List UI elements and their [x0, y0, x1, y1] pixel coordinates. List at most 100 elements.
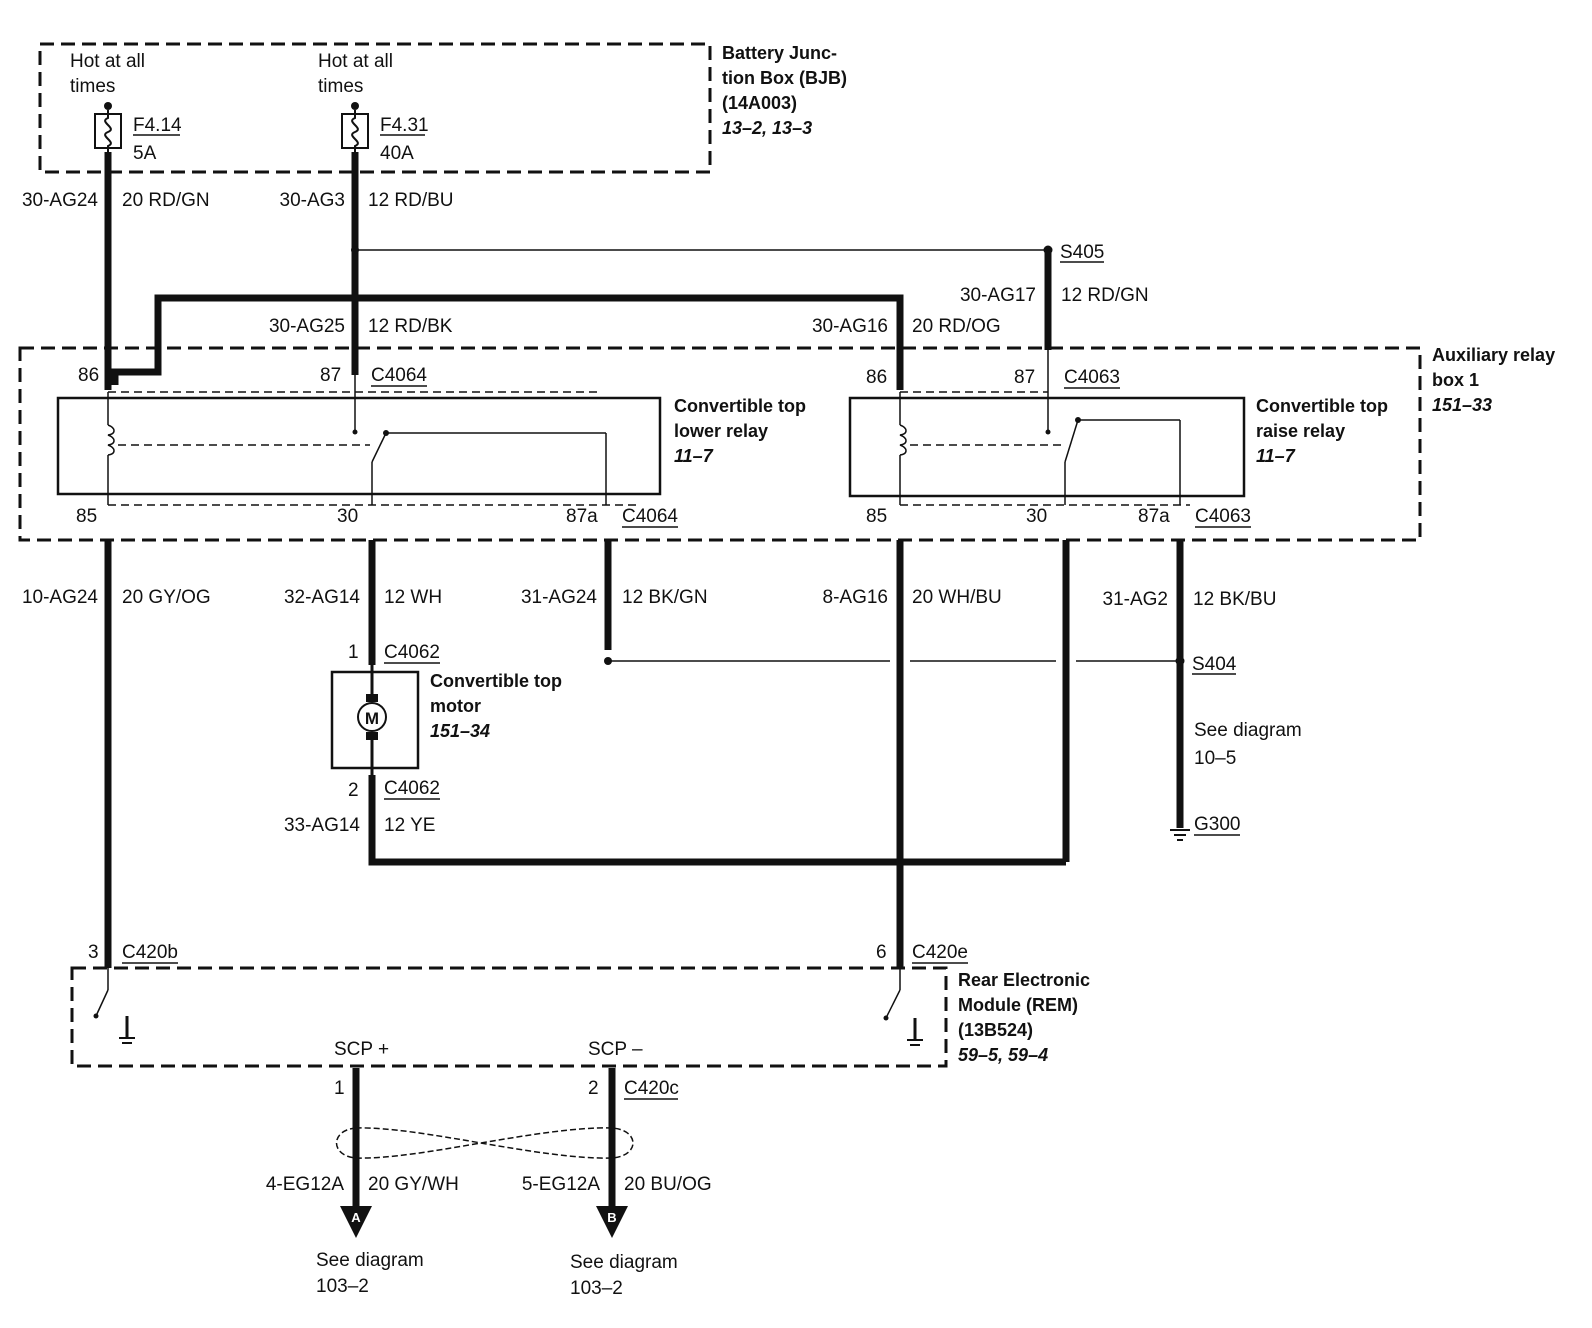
w8-gauge: 12 BK/GN	[622, 587, 708, 608]
fuse2-id: F4.31	[380, 115, 429, 136]
bjb-hot2-line2: times	[318, 76, 363, 97]
lower-pin-87a: 87a	[566, 506, 598, 527]
splice-s405: S405	[1060, 242, 1104, 263]
rem-switch-left-icon	[93, 968, 135, 1044]
rem-conn-c: C420c	[624, 1078, 679, 1099]
rem-box	[70, 966, 948, 1068]
motor-pin-2: 2	[348, 780, 359, 801]
rem-conn-e: C420e	[912, 942, 968, 963]
rem-title-line1: Rear Electronic	[958, 970, 1090, 990]
svg-text:A: A	[351, 1210, 361, 1225]
raise-pin-87: 87	[1014, 367, 1035, 388]
raise-pin-85: 85	[866, 506, 887, 527]
aux-title-line1: Auxiliary relay	[1432, 345, 1555, 365]
ground-note-line1: See diagram	[1194, 720, 1302, 741]
aux-title-line2: box 1	[1432, 370, 1479, 390]
motor-icon: M	[357, 665, 387, 780]
fuse2-rating: 40A	[380, 143, 414, 164]
motor-line2: motor	[430, 696, 481, 716]
raise-conn-bottom: C4063	[1195, 506, 1251, 527]
bjb-hot1-line2: times	[70, 76, 115, 97]
bjb-title-line2: tion Box (BJB)	[722, 68, 847, 88]
raise-pin-86: 86	[866, 367, 887, 388]
raise-relay-switch-icon	[1045, 350, 1181, 505]
w13-gauge: 20 BU/OG	[624, 1174, 712, 1195]
splice-s404: S404	[1192, 654, 1237, 675]
output-a-line1: See diagram	[316, 1250, 424, 1271]
scp-pin-1: 1	[334, 1078, 345, 1099]
rem-title-line2: Module (REM)	[958, 995, 1078, 1015]
aux-relay-box	[18, 346, 1422, 542]
motor-conn-top: C4062	[384, 642, 440, 663]
motor-pin-1: 1	[348, 642, 359, 663]
w6-gauge: 20 GY/OG	[122, 587, 211, 608]
rem-pin-3: 3	[88, 942, 99, 963]
w12-circuit: 4-EG12A	[266, 1174, 344, 1195]
lower-pin-30: 30	[337, 506, 358, 527]
lower-pin-87: 87	[320, 365, 341, 386]
ground-note-line2: 10–5	[1194, 748, 1236, 769]
lower-conn-bottom: C4064	[622, 506, 678, 527]
bjb-ref: 13–2, 13–3	[722, 118, 812, 138]
w13-circuit: 5-EG12A	[522, 1174, 600, 1195]
w9-circuit: 8-AG16	[823, 587, 888, 608]
aux-ref: 151–33	[1432, 395, 1492, 415]
lower-conn-top: C4064	[371, 365, 427, 386]
output-b-arrow-icon: B	[596, 1206, 628, 1238]
fuse-f431-icon	[341, 102, 369, 152]
w5-circuit: 30-AG16	[812, 316, 888, 337]
bjb-title-line1: Battery Junc-	[722, 43, 837, 63]
output-a-line2: 103–2	[316, 1276, 369, 1297]
bjb-hot2-line1: Hot at all	[318, 51, 393, 72]
raise-conn-top: C4063	[1064, 367, 1120, 388]
w4-gauge: 12 RD/BK	[368, 316, 453, 337]
raise-relay-coil-icon	[899, 392, 1062, 505]
lower-relay-coil-icon	[107, 392, 370, 505]
lower-pin-85: 85	[76, 506, 97, 527]
raise-pin-30: 30	[1026, 506, 1047, 527]
output-b-line2: 103–2	[570, 1278, 623, 1299]
rem-ref: 59–5, 59–4	[958, 1045, 1048, 1065]
bjb-title-line3: (14A003)	[722, 93, 797, 113]
w10-gauge: 12 BK/BU	[1193, 589, 1276, 610]
w11-circuit: 33-AG14	[284, 815, 360, 836]
rem-pin-6: 6	[876, 942, 887, 963]
lower-relay-ref: 11–7	[674, 446, 714, 466]
svg-text:B: B	[607, 1210, 616, 1225]
w11-gauge: 12 YE	[384, 815, 435, 836]
fuse-f414-icon	[94, 102, 122, 152]
lower-relay-switch-icon	[352, 375, 607, 505]
lower-relay-line1: Convertible top	[674, 396, 806, 416]
rem-scp-plus: SCP +	[334, 1039, 389, 1060]
raise-relay-line1: Convertible top	[1256, 396, 1388, 416]
output-b-line1: See diagram	[570, 1252, 678, 1273]
rem-title-line3: (13B524)	[958, 1020, 1033, 1040]
w12-gauge: 20 GY/WH	[368, 1174, 459, 1195]
output-a-arrow-icon: A	[340, 1206, 372, 1238]
w10-circuit: 31-AG2	[1103, 589, 1168, 610]
rem-switch-right-icon	[883, 968, 923, 1046]
w3-circuit: 30-AG17	[960, 285, 1036, 306]
raise-relay-line2: raise relay	[1256, 421, 1345, 441]
w5-gauge: 20 RD/OG	[912, 316, 1001, 337]
w6-circuit: 10-AG24	[22, 587, 98, 608]
fuse1-id: F4.14	[133, 115, 182, 136]
fuse1-rating: 5A	[133, 143, 157, 164]
motor-ref: 151–34	[430, 721, 490, 741]
w7-gauge: 12 WH	[384, 587, 442, 608]
lower-relay-line2: lower relay	[674, 421, 768, 441]
w3-gauge: 12 RD/GN	[1061, 285, 1149, 306]
motor-conn-bottom: C4062	[384, 778, 440, 799]
lower-pin-86: 86	[78, 365, 99, 386]
w9-gauge: 20 WH/BU	[912, 587, 1002, 608]
w2-gauge: 12 RD/BU	[368, 190, 454, 211]
scp-pin-2: 2	[588, 1078, 599, 1099]
rem-scp-minus: SCP –	[588, 1039, 643, 1060]
w1-gauge: 20 RD/GN	[122, 190, 210, 211]
motor-line1: Convertible top	[430, 671, 562, 691]
ground-g300: G300	[1194, 814, 1240, 835]
lower-relay-box	[56, 396, 662, 496]
w4-circuit: 30-AG25	[269, 316, 345, 337]
w8-circuit: 31-AG24	[521, 587, 597, 608]
